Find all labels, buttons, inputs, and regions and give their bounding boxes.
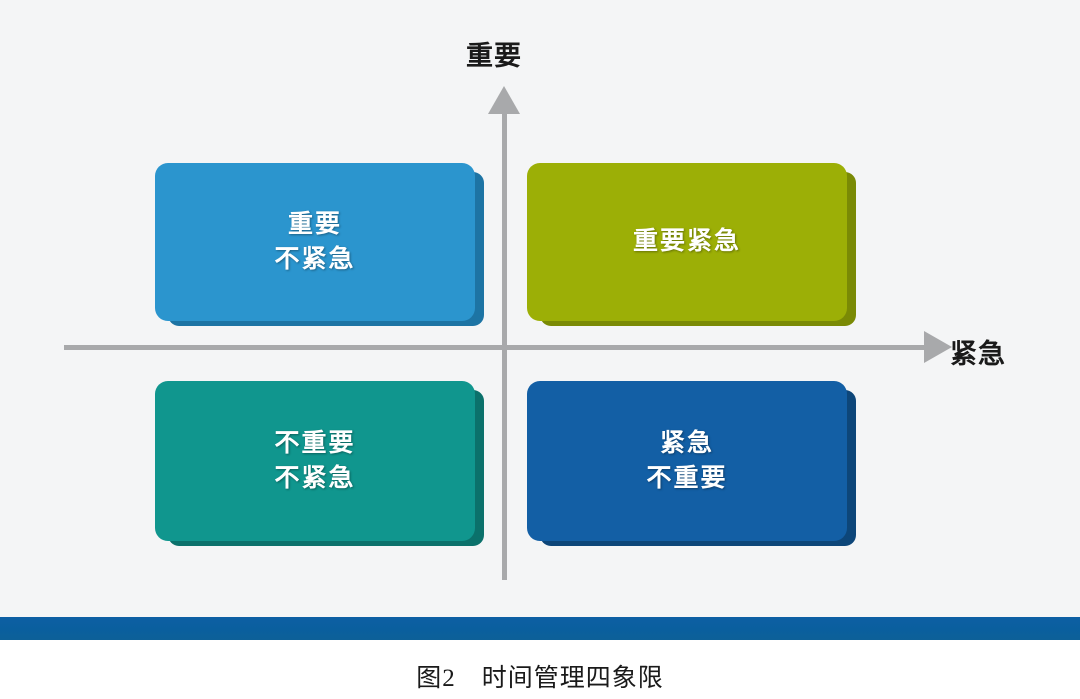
quadrant-label-group: 重要 不紧急 [274, 207, 355, 278]
horizontal-axis-label: 紧急 [950, 339, 1006, 369]
horizontal-axis-line [64, 345, 930, 350]
quadrant-label-group: 紧急 不重要 [646, 426, 727, 497]
quadrant-label-line: 不重要 [646, 464, 728, 492]
quadrant-label-line: 重要 [287, 209, 342, 238]
quadrant-not-important-not-urgent[interactable]: 不重要 不紧急 [155, 381, 484, 541]
quadrant-label-line: 紧急 [659, 428, 714, 457]
quadrant-important-urgent[interactable]: 重要紧急 [527, 163, 856, 321]
arrow-right-icon [924, 331, 952, 363]
quadrant-label-line: 不紧急 [274, 245, 356, 273]
section-divider-bar [0, 617, 1080, 640]
quadrant-urgent-not-important[interactable]: 紧急 不重要 [527, 381, 856, 541]
figure-caption: 图2 时间管理四象限 [416, 665, 664, 692]
quadrant-label-line: 重要紧急 [632, 227, 741, 256]
quadrant-important-not-urgent[interactable]: 重要 不紧急 [155, 163, 484, 321]
quadrant-label-group: 重要紧急 [633, 224, 741, 260]
quadrant-label-line: 不紧急 [274, 464, 356, 492]
vertical-axis-line [502, 104, 507, 580]
quadrant-label-group: 不重要 不紧急 [274, 426, 355, 497]
vertical-axis-label: 重要 [466, 41, 522, 71]
arrow-up-icon [488, 86, 520, 114]
quadrant-label-line: 不重要 [274, 428, 356, 457]
